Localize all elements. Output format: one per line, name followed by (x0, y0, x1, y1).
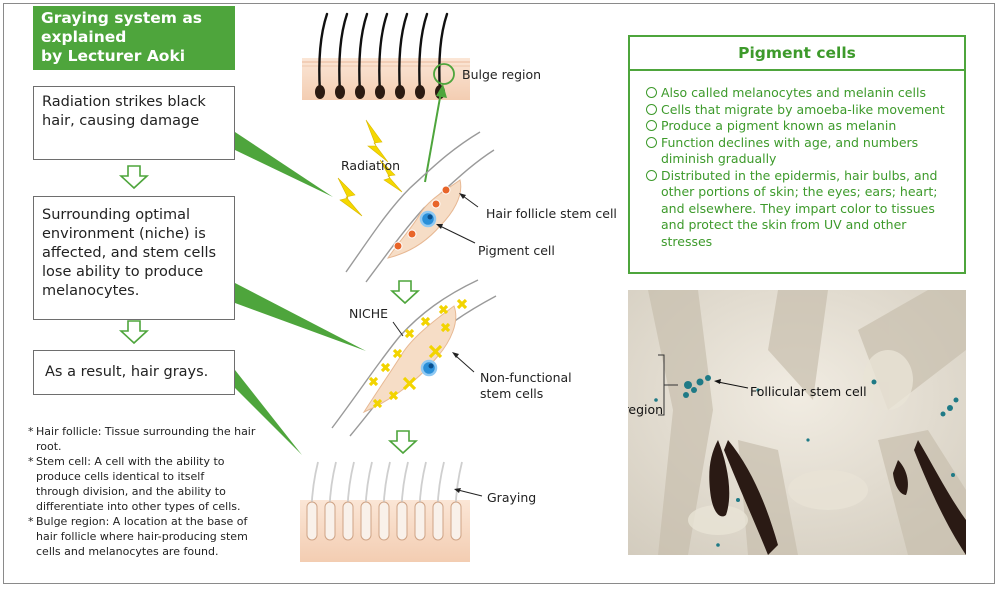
pointer-step1 (235, 132, 333, 197)
list-item: Also called melanocytes and melanin cell… (646, 85, 954, 102)
step-arrow-2 (118, 320, 150, 345)
title-line-1: Graying system as (41, 9, 203, 27)
step-radiation-damage: Radiation strikes black hair, causing da… (33, 86, 235, 160)
pointer-step3 (235, 370, 302, 455)
label-bulge-region: Bulge region (462, 67, 542, 82)
step-hair-grays: As a result, hair grays. (33, 350, 235, 395)
label-pigment-cell: Pigment cell (478, 243, 555, 258)
micrograph-image (628, 290, 966, 555)
pigment-cells-title: Pigment cells (630, 37, 964, 71)
niche-marks (368, 298, 468, 409)
list-item: Distributed in the epidermis, hair bulbs… (646, 168, 954, 251)
footnotes: *Hair follicle: Tissue surrounding the h… (28, 424, 278, 559)
stem-cell-healthy (419, 210, 437, 228)
list-item: Function declines with age, and numbers … (646, 135, 954, 168)
label-graying: Graying (487, 490, 537, 505)
stem-cell-affected (420, 359, 438, 377)
follicle-affected (331, 279, 497, 437)
label-hair-follicle-stem-cell: Hair follicle stem cell (486, 206, 617, 221)
circle-bullet-icon (646, 87, 657, 98)
label-non-functional-line1: Non-functional (480, 370, 572, 385)
follicle-healthy (345, 131, 495, 283)
diagram-arrow-1 (389, 280, 421, 305)
note-stem-cell: *Stem cell: A cell with the ability to p… (28, 455, 241, 513)
pigment-cells-list: Also called melanocytes and melanin cell… (630, 71, 964, 250)
circle-bullet-icon (646, 169, 657, 181)
circle-bullet-icon (646, 120, 657, 131)
label-non-functional-line2: stem cells (480, 386, 544, 401)
diagram-arrow-2 (387, 430, 419, 455)
photo-label-follicular-stem-cell: Follicular stem cell (750, 384, 867, 399)
photo-label-bulge-region: Bulge region (628, 402, 664, 417)
pointer-step2 (235, 283, 366, 351)
title-line-3: by Lecturer Aoki (41, 47, 186, 65)
radiation-bolt-icon (337, 119, 403, 217)
note-hair-follicle: *Hair follicle: Tissue surrounding the h… (28, 425, 256, 453)
micrograph: Follicular stem cell Bulge region (628, 290, 966, 555)
circle-bullet-icon (646, 103, 657, 115)
title-line-2: explained (41, 28, 127, 46)
figure-title: Graying system as explained by Lecturer … (33, 6, 235, 70)
step-arrow-1 (118, 165, 150, 190)
gray-hair-follicles (306, 501, 462, 541)
list-item: Produce a pigment known as melanin (646, 118, 954, 135)
circle-bullet-icon (646, 136, 657, 148)
pigment-cells-healthy (393, 185, 451, 251)
zoom-arrow (424, 84, 447, 183)
list-item: Cells that migrate by amoeba-like moveme… (646, 102, 954, 119)
note-bulge-region: *Bulge region: A location at the base of… (28, 515, 248, 558)
label-niche: NICHE (349, 306, 389, 321)
pigment-cells-panel: Pigment cells Also called melanocytes an… (628, 35, 966, 274)
label-radiation: Radiation (341, 158, 401, 173)
bulge-region-marker (433, 63, 455, 85)
step-niche-affected: Surrounding optimal environment (niche) … (33, 196, 235, 320)
